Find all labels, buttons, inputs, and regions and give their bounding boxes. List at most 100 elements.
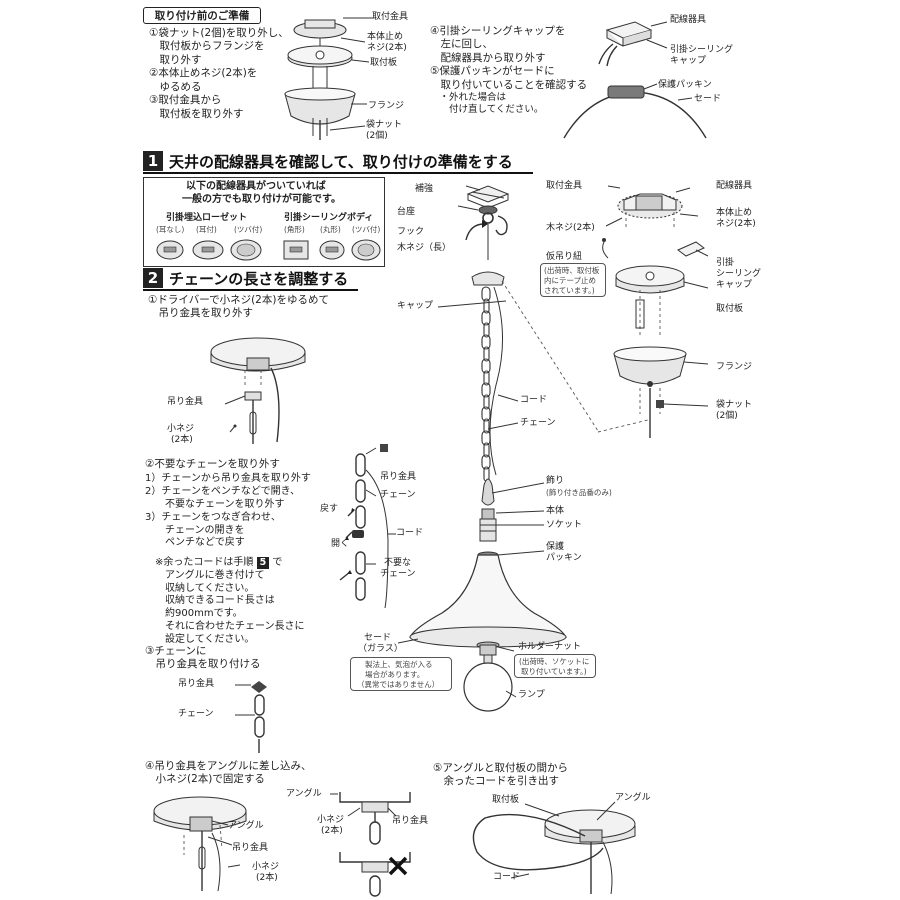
label-packing-2: パッキン	[546, 553, 582, 563]
ceiling-cap-illustration	[598, 21, 668, 67]
right-label-cap-nut-2: (2個)	[716, 411, 738, 421]
prep-step-1: ①袋ナット(2個)を取り外し、 取付板からフランジを 取り外す	[149, 27, 289, 66]
label-lamp: ランプ	[518, 690, 545, 700]
pendant-illustration	[397, 271, 599, 712]
s2-step2-hanger-label: 吊り金具	[380, 472, 417, 482]
chain-link	[483, 298, 490, 314]
chain-link	[481, 382, 491, 398]
s2-step4-hanger-label: 吊り金具	[232, 843, 269, 853]
s2-step1-illustration	[210, 337, 306, 444]
body-type-3: (ツバ付)	[352, 225, 381, 234]
s2-step4-screw-label-1: 小ネジ	[252, 862, 280, 872]
prep-label-flange: フランジ	[368, 101, 405, 111]
prep-label-ceiling-cap-1: 引掛シーリング	[670, 45, 734, 55]
label-chain: チェーン	[520, 418, 556, 428]
section-2-number: 2	[143, 268, 163, 288]
holder-note-box: (出荷時、ソケットに 取り付いています。)	[514, 654, 596, 678]
s2-step-1: ①ドライバーで小ネジ(2本)をゆるめて 吊り金具を取り外す	[148, 294, 329, 320]
shade-note-box: 製法上、気泡が入る 場合があります。 （異常ではありません）	[350, 657, 452, 691]
s2-step1-screw-label-1: 小ネジ	[167, 424, 195, 434]
section-1-rule	[143, 172, 533, 174]
label-cord: コード	[520, 395, 548, 405]
prep-label-packing: 保護パッキン	[658, 80, 712, 90]
prep-steps-left: ①袋ナット(2個)を取り外し、 取付板からフランジを 取り外す ②本体止めネジ(…	[149, 27, 289, 121]
chain-link	[481, 454, 491, 470]
ceiling-hook-illustration	[457, 185, 510, 260]
connector-dashed-line	[597, 419, 649, 433]
chain-link	[483, 346, 490, 362]
label-body: 本体	[546, 506, 565, 516]
section-1-header: 1 天井の配線器具を確認して、取り付けの準備をする	[143, 150, 513, 172]
prep-step-4: ④引掛シーリングキャップを 左に回し、 配線器具から取り外す	[430, 25, 566, 64]
s2-step2-chain-label: チェーン	[380, 490, 416, 500]
chain-link	[483, 370, 490, 386]
s2-step4-angle2-label: アングル	[286, 789, 322, 799]
step-5-badge: 5	[256, 557, 270, 570]
prep-label-shade: セード	[694, 94, 722, 104]
right-label-flange: フランジ	[716, 362, 753, 372]
prep-label-cap-nut-1: 袋ナット	[366, 120, 403, 130]
chain-link	[481, 406, 491, 422]
label-socket: ソケット	[546, 520, 583, 530]
s2-step-4: ④吊り金具をアングルに差し込み、 小ネジ(2本)で固定する	[145, 760, 312, 786]
prep-title-box: 取り付け前のご準備	[143, 7, 261, 24]
right-label-body-screw-2: ネジ(2本)	[716, 219, 756, 229]
right-exploded-illustration	[602, 185, 709, 438]
label-ornament-note: (飾り付き品番のみ)	[546, 488, 612, 497]
s2-step4-hanger2-label: 吊り金具	[392, 816, 429, 826]
s2-step4-screw-label-2: (2本)	[256, 873, 278, 883]
s2-step5-angle-label: アングル	[615, 793, 651, 803]
label-holder-nut: ホルダーナット	[518, 642, 582, 652]
s2-step3-hanger-label: 吊り金具	[178, 679, 215, 689]
s2-step4-screw2-label-2: (2本)	[321, 826, 343, 836]
label-shade-1: セード	[364, 633, 392, 643]
prep-step-5: ⑤保護パッキンがセードに 取り付いていることを確認する ・外れた場合は 付け直し…	[430, 65, 588, 116]
right-label-temp-string: 仮吊り紐	[546, 252, 583, 262]
s2-step4-screw2-label-1: 小ネジ	[317, 815, 345, 825]
prep-label-body-screw-1: 本体止め	[367, 32, 404, 42]
chain-link	[483, 394, 490, 410]
right-label-body-screw-1: 本体止め	[716, 208, 753, 218]
section-2-header: 2 チェーンの長さを調整する	[143, 267, 348, 289]
label-base: 台座	[397, 207, 416, 217]
s2-step1-hanger-label: 吊り金具	[167, 397, 204, 407]
s2-step2-unneeded-label-1: 不要な	[384, 558, 412, 568]
prep-step-3: ③取付金具から 取付板を取り外す	[149, 94, 244, 120]
s2-step2-cord-label: コード	[396, 528, 424, 538]
s2-note: ※余ったコードは手順 5 で アングルに巻き付けて 収納してください。 収納でき…	[155, 557, 305, 645]
s2-step2-chain-illustration	[339, 444, 396, 609]
prep-title: 取り付け前のご準備	[154, 10, 250, 22]
rosette-title: 引掛埋込ローゼット	[166, 213, 248, 223]
section-1-number: 1	[143, 151, 163, 171]
box-line-1: 以下の配線器具がついていれば	[186, 181, 326, 192]
chain-link	[483, 442, 490, 458]
wiring-device-icons	[156, 239, 381, 261]
rosette-type-2: (耳付)	[196, 225, 217, 234]
prep-label-wiring-device: 配線器具	[670, 15, 707, 25]
prep-steps-right: ④引掛シーリングキャップを 左に回し、 配線器具から取り外す ⑤保護パッキンがセ…	[430, 25, 587, 117]
label-reinforce: 補強	[415, 184, 434, 194]
s2-step-2: ②不要なチェーンを取り外す 1）チェーンから吊り金具を取り外す 2）チェーンをペ…	[145, 458, 311, 549]
s2-step4-angle-detail	[330, 792, 411, 897]
s2-step5-plate-label: 取付板	[492, 795, 520, 805]
section-1-title: 天井の配線器具を確認して、取り付けの準備をする	[169, 152, 513, 171]
s2-step2-back-label: 戻す	[320, 504, 339, 514]
right-label-ceiling-cap-2: シーリング	[716, 269, 762, 279]
right-label-wood-screw: 木ネジ(2本)	[546, 223, 595, 233]
label-wood-screw-long: 木ネジ（長）	[397, 243, 452, 253]
s2-step-3: ③チェーンに 吊り金具を取り付ける	[145, 645, 261, 671]
right-label-wiring-device: 配線器具	[716, 181, 753, 191]
right-label-mount-plate: 取付板	[716, 304, 744, 314]
prep-label-body-screw-2: ネジ(2本)	[367, 43, 407, 53]
prep-exploded-illustration	[284, 17, 373, 140]
ceiling-body-title: 引掛シーリングボディ	[284, 213, 374, 223]
section-2-title: チェーンの長さを調整する	[169, 269, 349, 288]
s2-step2-title: ②不要なチェーンを取り外す	[145, 458, 280, 470]
s2-step4-illustration	[153, 796, 247, 892]
prep-label-mount-plate: 取付板	[370, 58, 398, 68]
prep-label-mount-bracket: 取付金具	[372, 12, 409, 22]
right-label-ceiling-cap-1: 引掛	[716, 258, 735, 268]
label-shade-2: （ガラス）	[358, 644, 403, 654]
label-packing-1: 保護	[546, 542, 565, 552]
wiring-device-box: 以下の配線器具がついていれば 一般の方でも取り付けが可能です。 引掛埋込ローゼッ…	[143, 177, 385, 267]
